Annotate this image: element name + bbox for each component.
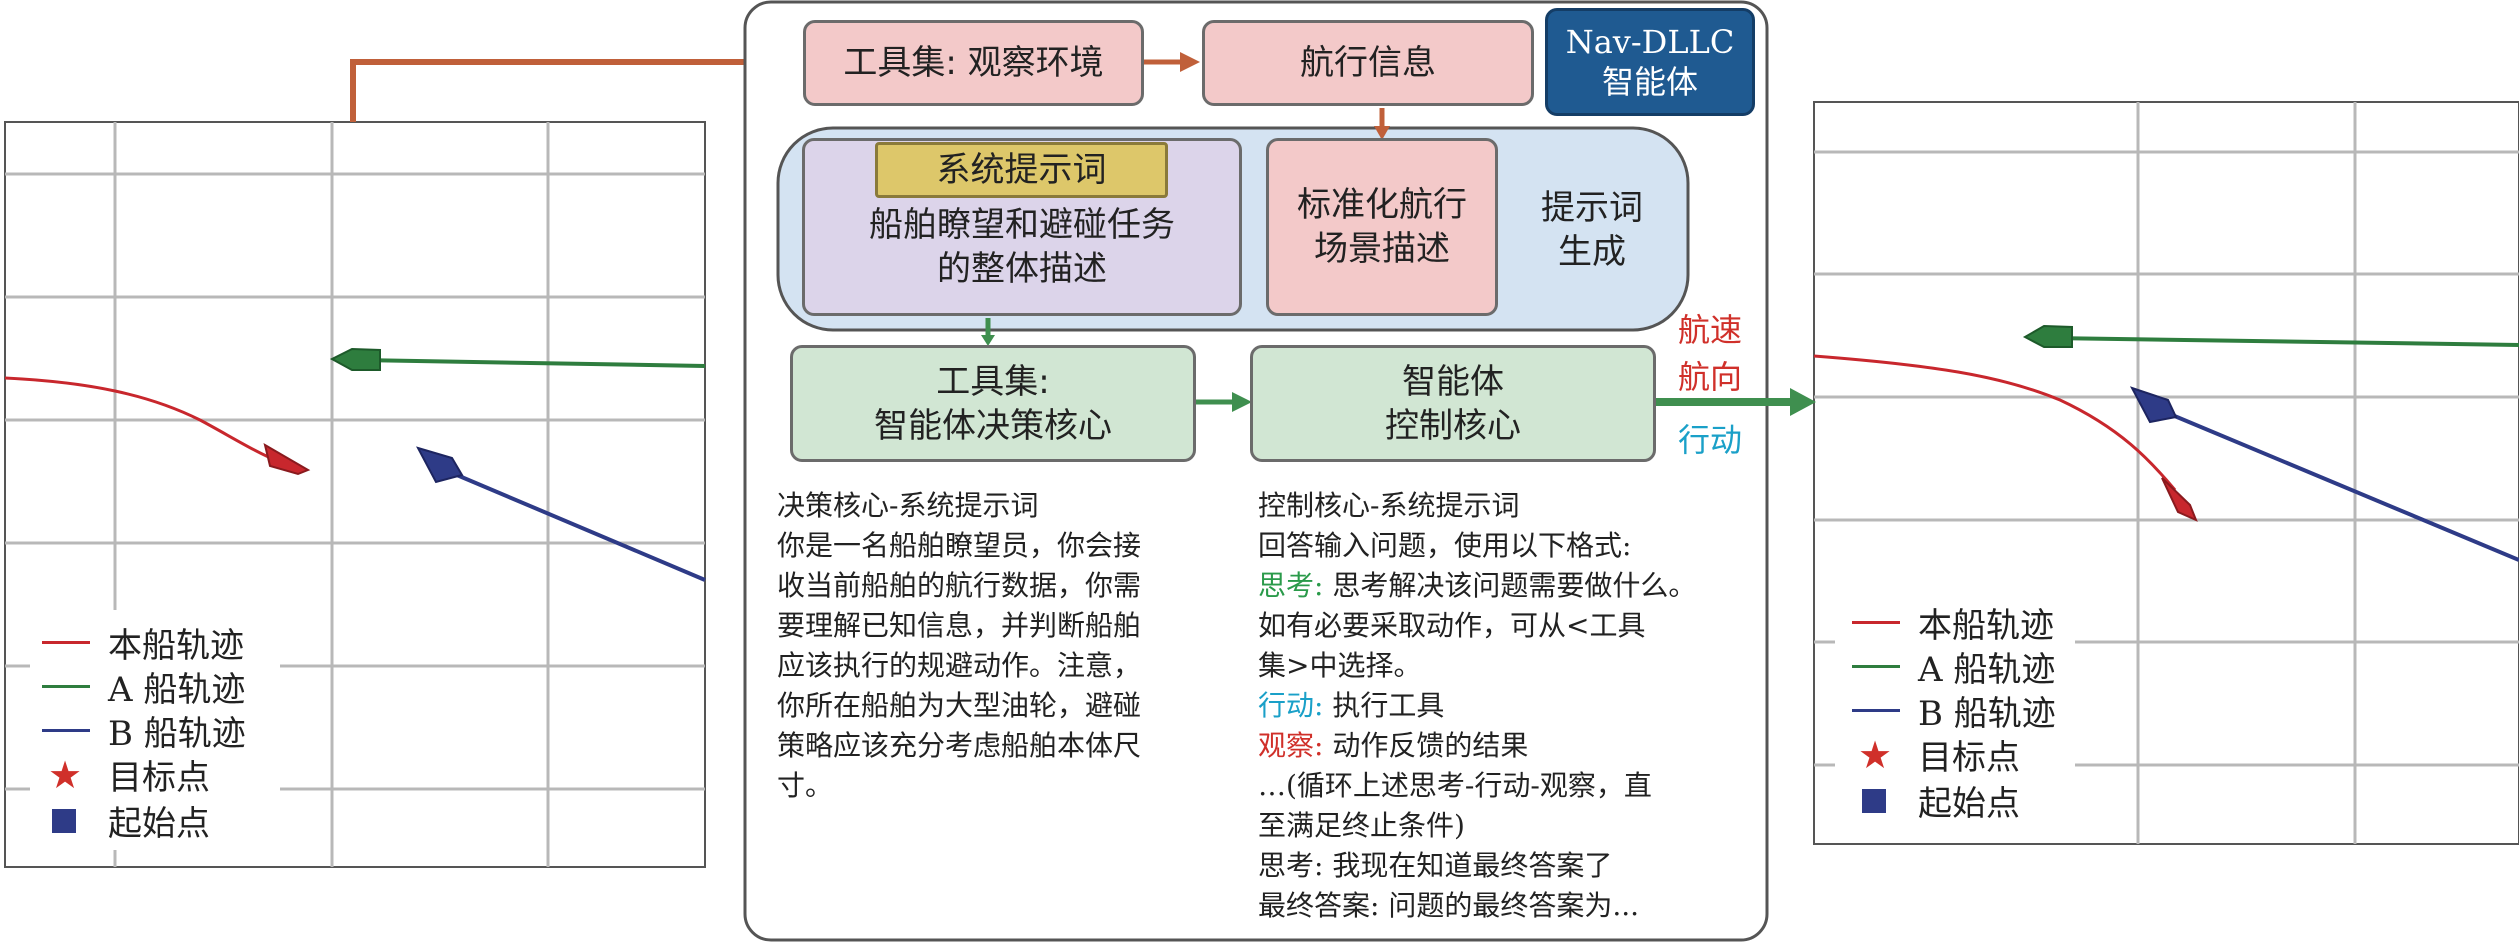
legend-target-label: 目标点 xyxy=(108,758,210,798)
decision-prompt-title: 决策核心-系统提示词 xyxy=(777,489,1039,522)
task-description-label: 船舶瞭望和避碰任务 的整体描述 xyxy=(869,205,1175,289)
right-a-start-marker xyxy=(2022,324,2073,348)
legend-a-line xyxy=(42,685,90,688)
agent-badge: Nav-DLLC 智能体 xyxy=(1545,8,1755,116)
star-icon: ★ xyxy=(1858,732,1893,777)
legend-b-label: B 船轨迹 xyxy=(108,714,246,754)
left-legend-a: A 船轨迹 xyxy=(42,662,245,711)
left-b-track xyxy=(444,468,706,582)
control-prompt-loop: …(循环上述思考-行动-观察，直 至满足终止条件) xyxy=(1258,769,1652,842)
legend-own-line xyxy=(42,641,90,644)
left-legend-start: 起始点 xyxy=(52,796,210,845)
square-icon xyxy=(1862,788,1886,813)
control-prompt-obs: 观察: 动作反馈的结果 xyxy=(1258,726,1758,766)
obs-label: 观察: xyxy=(1258,729,1324,762)
left-own-track xyxy=(4,376,281,464)
prompt-generation-label: 提示词 生成 xyxy=(1541,188,1643,272)
nav-info-label: 航行信息 xyxy=(1300,43,1436,83)
right-legend-b-label: B 船轨迹 xyxy=(1918,694,2056,734)
decision-prompt-body: 你是一名船舶瞭望员，你会接 收当前船舶的航行数据，你需 要理解已知信息，并判断船… xyxy=(777,529,1142,802)
system-prompt-tag-label: 系统提示词 xyxy=(936,150,1107,190)
observe-tool-box: 工具集: 观察环境 xyxy=(803,20,1144,106)
left-a-start-marker xyxy=(329,347,381,371)
square-icon xyxy=(52,808,76,833)
right-legend-own: 本船轨迹 xyxy=(1852,598,2054,647)
decision-core-box: 工具集: 智能体决策核心 xyxy=(790,345,1196,462)
left-b-start-marker xyxy=(416,446,464,484)
think-label: 思考: xyxy=(1258,569,1324,602)
control-core-label: 智能体 控制核心 xyxy=(1385,361,1521,446)
output-speed-label: 航速 xyxy=(1678,311,1743,349)
right-legend-a-label: A 船轨迹 xyxy=(1918,650,2056,690)
control-prompt-final-answer: 最终答案: 问题的最终答案为... xyxy=(1258,889,1640,922)
output-action-label: 行动 xyxy=(1678,421,1743,459)
right-own-track xyxy=(1813,354,2177,491)
think-text: 思考解决该问题需要做什么。 xyxy=(1323,569,1697,602)
agent-badge-line1: Nav-DLLC xyxy=(1565,23,1735,61)
output-heading-label: 航向 xyxy=(1678,358,1743,396)
right-b-start-marker xyxy=(2129,386,2178,424)
control-prompt-act: 行动: 执行工具 xyxy=(1258,686,1758,726)
right-legend-own-label: 本船轨迹 xyxy=(1918,606,2054,646)
legend-b-line xyxy=(42,729,90,732)
right-own-target-marker xyxy=(2161,477,2198,522)
standard-scene-box: 标准化航行 场景描述 xyxy=(1266,138,1498,316)
legend-a-label: A 船轨迹 xyxy=(108,670,246,710)
right-legend-a: A 船轨迹 xyxy=(1852,642,2055,691)
left-legend-b: B 船轨迹 xyxy=(42,706,246,755)
control-prompt-think: 思考: 思考解决该问题需要做什么。 xyxy=(1258,566,1758,606)
left-to-observe-arrow xyxy=(350,59,780,122)
right-b-track xyxy=(2164,410,2519,562)
right-a-track xyxy=(2049,336,2519,347)
standard-scene-label: 标准化航行 场景描述 xyxy=(1297,185,1467,269)
prompt-generation-label-box: 提示词 生成 xyxy=(1512,170,1672,290)
left-a-track xyxy=(359,358,706,368)
obs-text: 动作反馈的结果 xyxy=(1323,729,1529,762)
left-legend-target: ★ 目标点 xyxy=(48,750,210,799)
agent-badge-line2: 智能体 xyxy=(1601,63,1698,101)
observe-tool-label: 工具集: 观察环境 xyxy=(843,43,1104,83)
right-legend-target-label: 目标点 xyxy=(1918,738,2020,778)
right-legend-b: B 船轨迹 xyxy=(1852,686,2056,735)
legend-own-label: 本船轨迹 xyxy=(108,626,244,666)
left-own-target-marker xyxy=(263,442,311,476)
nav-info-box: 航行信息 xyxy=(1202,20,1534,106)
control-prompt-title: 控制核心-系统提示词 xyxy=(1258,489,1520,522)
system-prompt-tag: 系统提示词 xyxy=(875,142,1168,198)
control-prompt-intro: 回答输入问题，使用以下格式: xyxy=(1258,529,1632,562)
control-prompt-think-cont: 如有必要采取动作，可从<工具 集>中选择。 xyxy=(1258,609,1646,682)
decision-core-label: 工具集: 智能体决策核心 xyxy=(874,361,1112,446)
act-text: 执行工具 xyxy=(1323,689,1445,722)
right-legend-start: 起始点 xyxy=(1862,776,2020,825)
act-label: 行动: xyxy=(1258,689,1324,722)
right-legend-start-label: 起始点 xyxy=(1918,784,2020,824)
control-prompt-block: 控制核心-系统提示词 回答输入问题，使用以下格式: 思考: 思考解决该问题需要做… xyxy=(1258,486,1758,926)
left-legend-own: 本船轨迹 xyxy=(42,618,244,667)
star-icon: ★ xyxy=(48,752,83,797)
legend-start-label: 起始点 xyxy=(108,804,210,844)
control-core-box: 智能体 控制核心 xyxy=(1250,345,1656,462)
control-prompt-final-think: 思考: 我现在知道最终答案了 xyxy=(1258,849,1613,882)
right-legend-target: ★ 目标点 xyxy=(1858,730,2020,779)
